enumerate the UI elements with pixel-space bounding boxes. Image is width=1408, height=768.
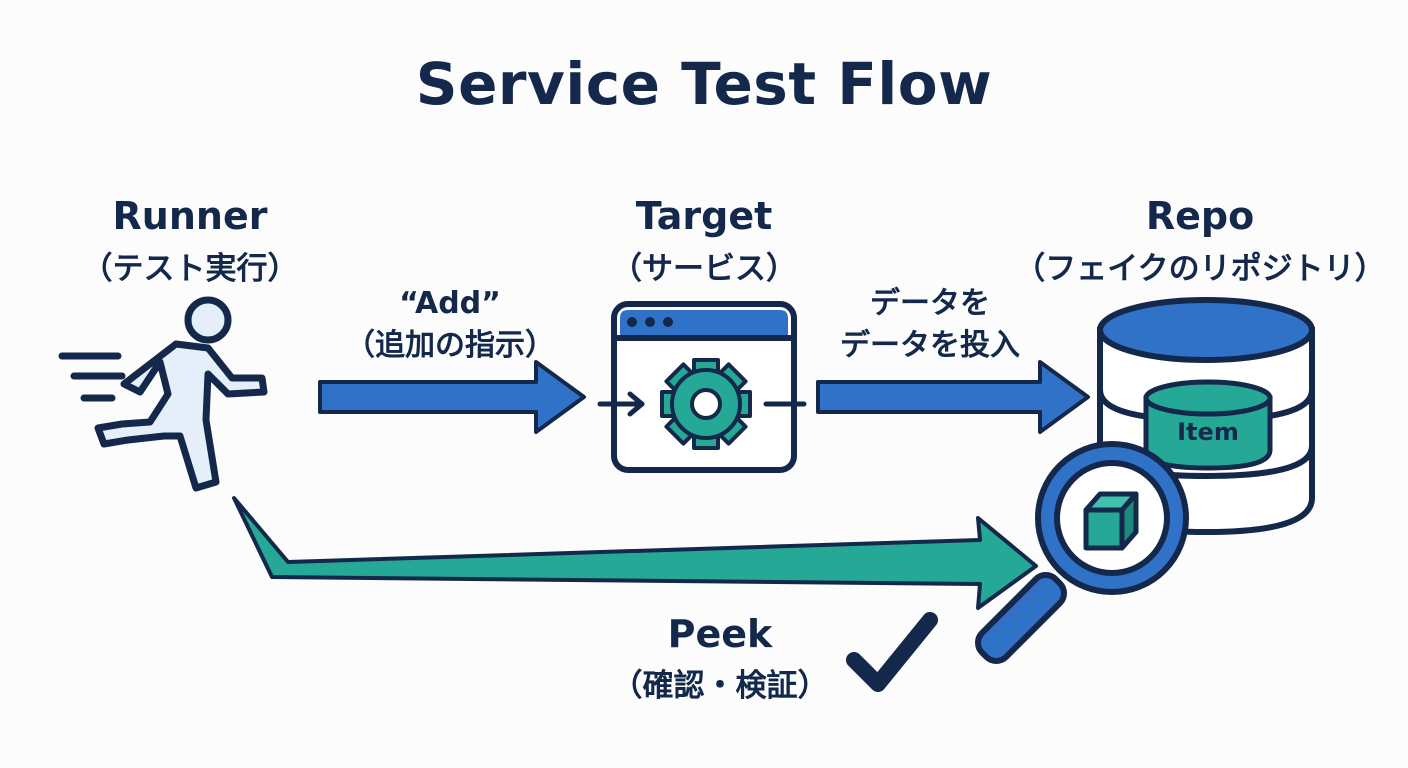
add-edge-label: “Add” [399,286,501,321]
runner-label: Runner [112,194,268,238]
insert-edge-line2: データを投入 [840,328,1020,363]
insert-edge-line1: データを [870,286,990,321]
add-arrow [318,360,586,434]
repo-sublabel: （フェイクのリポジトリ） [1014,251,1386,287]
gear-icon [660,358,752,450]
insert-arrow [816,360,1090,434]
magnifier-icon [975,441,1189,664]
add-edge-sublabel: （追加の指示） [345,328,555,363]
runner-sublabel: （テスト実行） [81,251,299,287]
peek-edge-sublabel: （確認・検証） [611,668,829,704]
cube-icon [1083,491,1139,551]
page-title: Service Test Flow [415,50,993,118]
running-person-icon [58,296,268,492]
repo-item-label: Item [1177,418,1239,446]
target-sublabel: （サービス） [611,251,797,287]
repo-label: Repo [1145,194,1255,238]
gear-window-icon [597,301,807,473]
check-icon [846,612,938,692]
target-label: Target [635,194,773,238]
item-cylinder [1143,379,1273,471]
peek-edge-label: Peek [667,612,773,656]
peek-arrow [232,496,1038,610]
